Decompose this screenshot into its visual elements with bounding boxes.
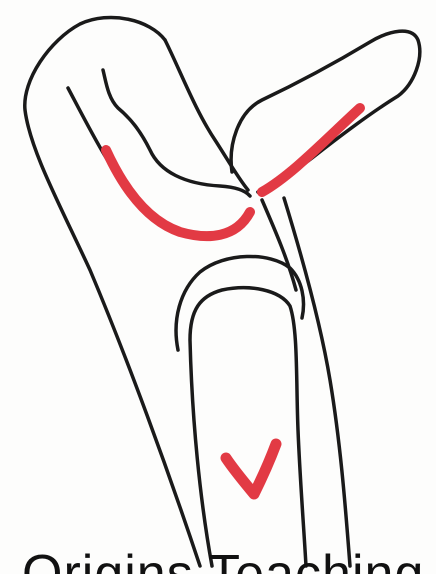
caption-text: Origins Teaching (22, 546, 424, 574)
red-highlight-right (262, 108, 360, 192)
stem-middle-edge (262, 200, 296, 290)
top-lobe-right-edge (165, 40, 248, 190)
right-arm-outline (231, 31, 420, 192)
stem-right-edge (284, 198, 350, 566)
red-check-mark (226, 444, 276, 494)
inner-arch-inner (190, 288, 306, 566)
inner-arch-outer (176, 256, 303, 350)
